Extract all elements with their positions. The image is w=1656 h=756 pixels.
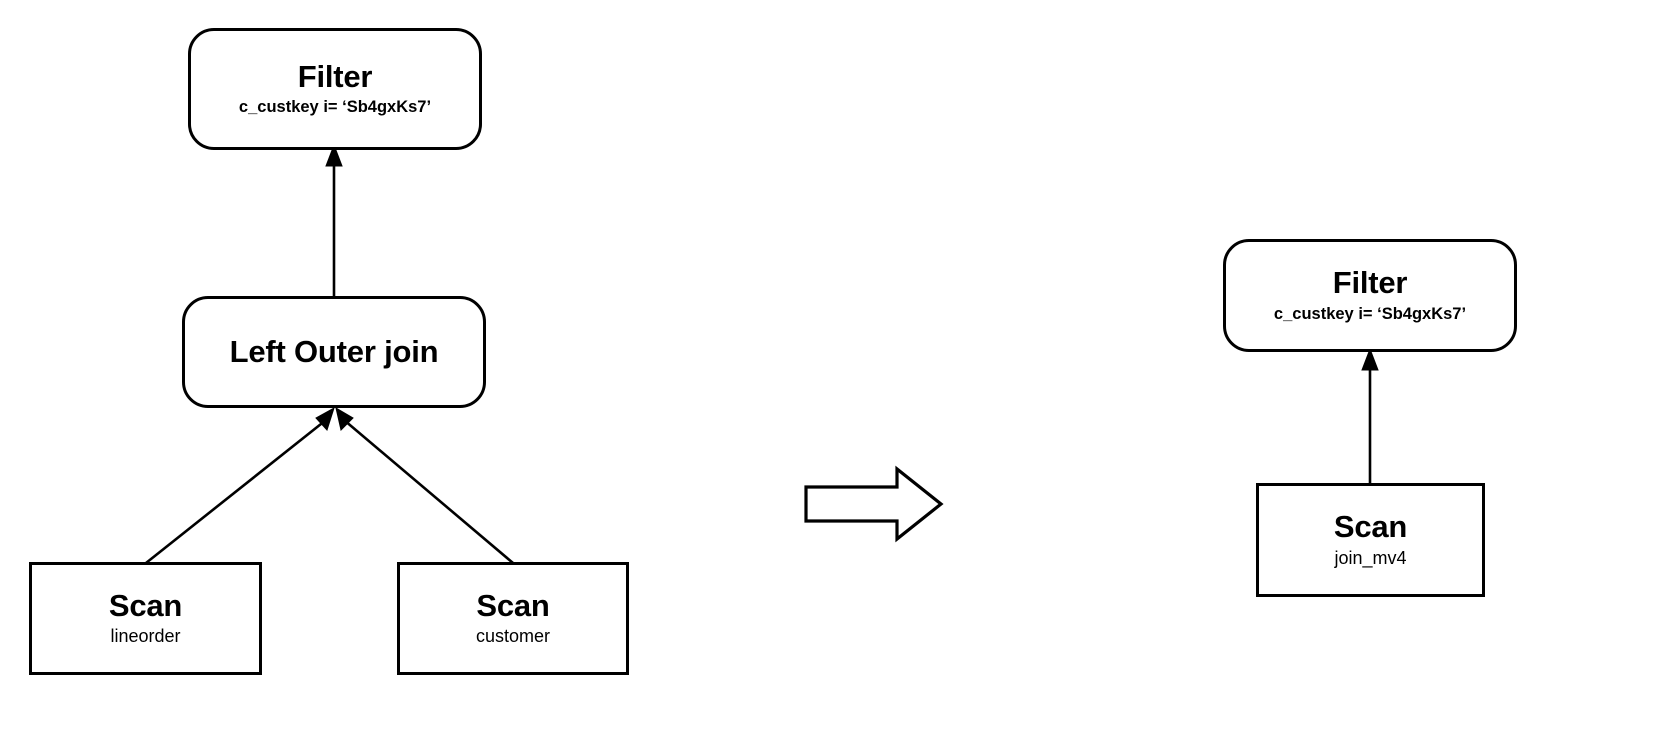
node-filter-left-title: Filter bbox=[297, 58, 373, 94]
node-scan-lineorder-title: Scan bbox=[108, 587, 183, 623]
node-left-outer-join-title: Left Outer join bbox=[229, 334, 439, 370]
node-scan-customer-title: Scan bbox=[476, 587, 550, 623]
node-scan-lineorder-table: lineorder bbox=[110, 626, 181, 647]
node-scan-join-mv4[interactable]: Scan join_mv4 bbox=[1256, 483, 1485, 597]
right-block-arrow-icon bbox=[804, 465, 944, 543]
arrow-head-scan-mv-to-filter bbox=[1361, 347, 1379, 371]
arrow-head-scan-customer-to-join bbox=[335, 406, 354, 431]
node-filter-right[interactable]: Filter c_custkey i= ‘Sb4gxKs7’ bbox=[1223, 239, 1517, 352]
node-filter-right-title: Filter bbox=[1332, 265, 1408, 301]
edge-scan-customer-to-join bbox=[343, 419, 514, 564]
node-filter-left[interactable]: Filter c_custkey i= ‘Sb4gxKs7’ bbox=[188, 28, 482, 150]
node-scan-customer-table: customer bbox=[475, 626, 551, 647]
arrow-head-scan-lineorder-to-join bbox=[315, 406, 335, 431]
node-filter-left-condition: c_custkey i= ‘Sb4gxKs7’ bbox=[238, 98, 432, 117]
node-scan-join-mv4-title: Scan bbox=[1333, 509, 1408, 545]
node-scan-lineorder[interactable]: Scan lineorder bbox=[29, 562, 262, 675]
node-left-outer-join[interactable]: Left Outer join bbox=[182, 296, 486, 408]
edge-scan-lineorder-to-join bbox=[145, 418, 327, 565]
node-filter-right-condition: c_custkey i= ‘Sb4gxKs7’ bbox=[1273, 304, 1467, 323]
node-scan-customer[interactable]: Scan customer bbox=[397, 562, 629, 675]
node-scan-join-mv4-table: join_mv4 bbox=[1334, 547, 1407, 568]
